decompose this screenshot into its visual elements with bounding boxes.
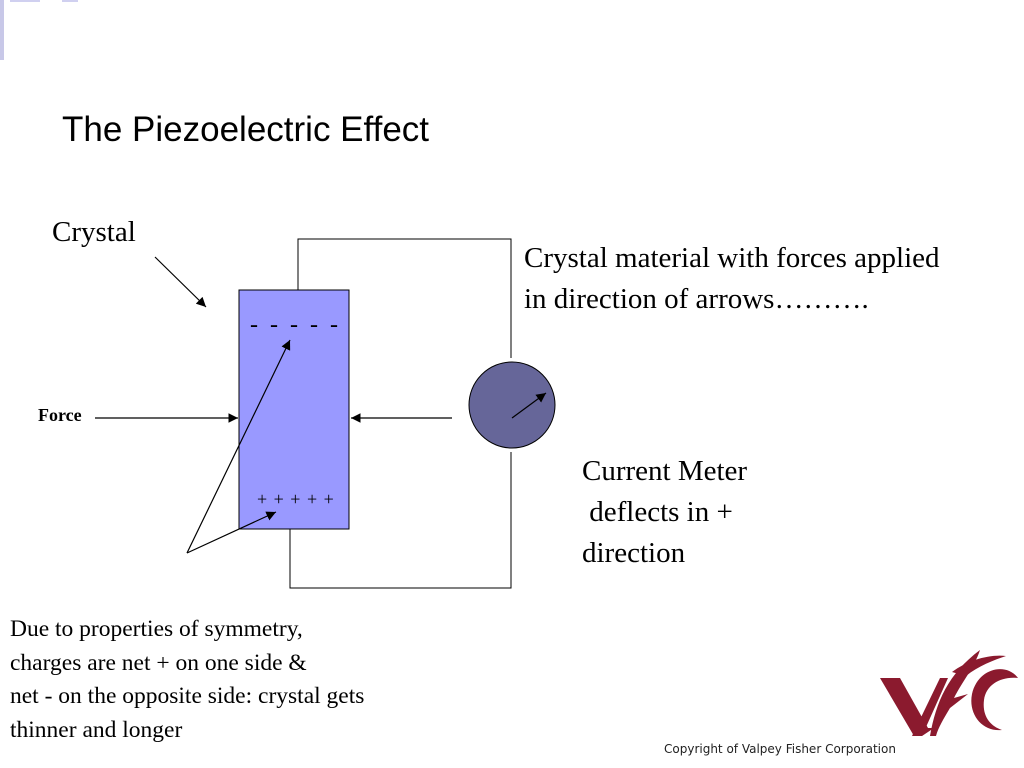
circuit-wire-bottom [289, 452, 512, 589]
symmetry-description: Due to properties of symmetry, charges a… [10, 613, 364, 747]
charge-arrow-positive [186, 511, 277, 554]
positive-charges-label: + + + + + [257, 489, 335, 509]
corner-decoration [0, 0, 78, 60]
copyright-text: Copyright of Valpey Fisher Corporation [664, 742, 896, 756]
forces-description-line: Crystal material with forces applied [524, 242, 940, 274]
force-label: Force [38, 405, 82, 425]
symmetry-description-line: net - on the opposite side: crystal gets [10, 683, 365, 709]
symmetry-description-line: thinner and longer [10, 716, 183, 743]
crystal-pointer-arrow [154, 256, 207, 308]
charge-arrow-negative [186, 339, 291, 554]
page-title: The Piezoelectric Effect [62, 110, 430, 149]
meter-description-line: deflects in + [582, 496, 733, 528]
symmetry-description-line: Due to properties of symmetry, [10, 616, 303, 642]
circuit-wire-top [297, 238, 512, 358]
meter-description-line: direction [582, 537, 686, 569]
meter-needle [511, 392, 547, 419]
meter-description-line: Current Meter [582, 455, 748, 487]
company-logo [880, 650, 1018, 736]
crystal-label: Crystal [52, 216, 136, 248]
symmetry-description-line: charges are net + on one side & [10, 649, 307, 676]
forces-description-line: in direction of arrows………. [524, 283, 869, 315]
current-meter [468, 361, 556, 449]
forces-description: Crystal material with forces applied in … [524, 238, 940, 320]
current-meter-description: Current Meter deflects in + direction [582, 451, 747, 574]
crystal-block [238, 289, 350, 530]
negative-charges-label: - - - - - [250, 312, 341, 338]
